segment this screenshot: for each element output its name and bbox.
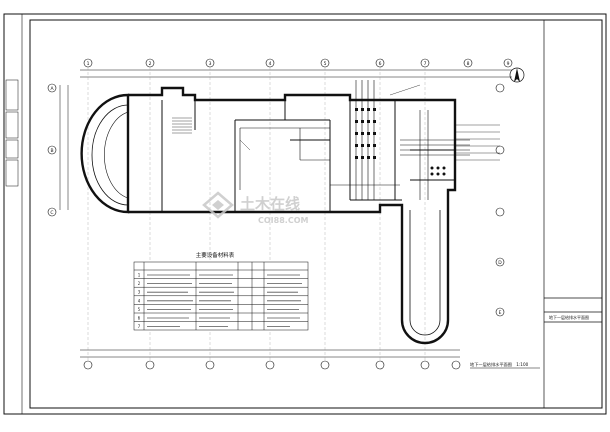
- title-block-label: 地下一层给排水平面图: [549, 314, 589, 320]
- stair-hatch: [172, 117, 192, 134]
- inner-arc-2: [104, 111, 129, 199]
- watermark: 土木在线 COI88.COM: [202, 191, 308, 225]
- table-row-number: 4: [138, 298, 141, 303]
- north-arrow-icon: [509, 67, 525, 83]
- row-label-b: B: [50, 148, 53, 154]
- interior-partitions: [161, 100, 455, 212]
- table-row-number: 2: [138, 281, 141, 286]
- col-label-8: 8: [467, 61, 470, 67]
- col-label-1: 1: [87, 61, 90, 67]
- fixture-symbols: [355, 108, 446, 176]
- col-label-3: 3: [209, 61, 212, 67]
- row-label-d: D: [498, 260, 502, 266]
- sheet-border: [3, 13, 607, 415]
- table-row-number: 5: [138, 307, 141, 312]
- row-label-a: A: [50, 86, 54, 92]
- table-row-number: 7: [138, 324, 141, 329]
- col-label-9: 9: [507, 61, 510, 67]
- equipment-table: 主要设备材料表 1 2 3 4 5 6 7: [133, 251, 309, 331]
- row-label-e: E: [499, 310, 502, 316]
- watermark-logo-icon: [202, 191, 234, 219]
- watermark-brand: 土木在线: [240, 195, 300, 213]
- table-row-number: 3: [138, 290, 141, 295]
- table-row-number: 1: [138, 273, 141, 278]
- drawing-frame: [29, 19, 603, 409]
- main-wall: [128, 86, 457, 345]
- col-label-7: 7: [424, 61, 427, 67]
- col-label-5: 5: [324, 61, 327, 67]
- column-bubbles-top: 1 2 3 4 5 6 7 8 9: [83, 58, 513, 68]
- col-label-6: 6: [379, 61, 382, 67]
- leader-lines: [239, 84, 500, 161]
- drawing-name-text: 地下一层给排水平面图: [470, 361, 512, 368]
- pipe-runs: [239, 80, 470, 200]
- title-block: [543, 20, 602, 408]
- left-margin-stamps: [5, 79, 19, 187]
- column-bubbles-bottom: [83, 360, 461, 370]
- col-label-4: 4: [269, 61, 272, 67]
- row-bubbles: A B C D E: [47, 83, 505, 317]
- bottom-tower-inner: [409, 210, 441, 336]
- outer-wall: [80, 93, 130, 214]
- drawing-name: 地下一层给排水平面图 1:100: [470, 361, 529, 368]
- building-outline: [80, 86, 457, 345]
- drawing-scale: 1:100: [516, 362, 528, 367]
- row-label-c: C: [50, 210, 53, 216]
- inner-arc: [91, 104, 129, 206]
- watermark-site: COI88.COM: [258, 216, 308, 225]
- table-row-number: 6: [138, 316, 141, 321]
- col-label-2: 2: [149, 61, 152, 67]
- table-title: 主要设备材料表: [196, 251, 235, 259]
- table-row-numbers: 1 2 3 4 5 6 7: [138, 273, 141, 330]
